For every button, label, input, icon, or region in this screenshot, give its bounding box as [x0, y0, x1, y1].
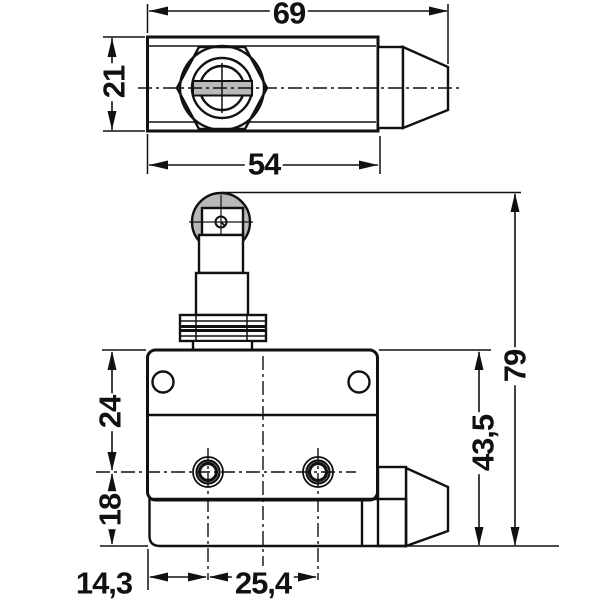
- dim-label-top-to-terminal-axis: 24: [93, 392, 128, 432]
- dim-left-edge-to-terminal: [147, 549, 207, 590]
- dim-label-left-edge-to-terminal: 14,3: [72, 566, 136, 600]
- dim-label-terminal-spacing: 25,4: [231, 566, 295, 600]
- case-lower-front: [148, 497, 408, 548]
- dim-label-case-length: 54: [244, 147, 284, 181]
- dim-label-overall-height: 79: [498, 346, 533, 386]
- cable-gland-base-front: [376, 465, 408, 548]
- dim-label-top-view-height: 21: [97, 62, 132, 102]
- mounting-hole-right: [347, 370, 371, 394]
- mounting-flange: [178, 313, 268, 351]
- plunger-guide: [194, 271, 250, 317]
- dim-label-terminal-axis-to-bottom: 18: [93, 490, 128, 530]
- mounting-hole-left: [151, 370, 175, 394]
- front-view: [96, 191, 559, 590]
- dim-label-overall-length: 69: [269, 0, 309, 30]
- cable-gland-cone-front: [404, 466, 450, 548]
- dim-label-case-height: 43,5: [466, 411, 501, 475]
- plunger-shaft: [197, 233, 245, 275]
- top-view: [103, 4, 462, 174]
- dim-terminal-axis-to-bottom: [100, 473, 148, 547]
